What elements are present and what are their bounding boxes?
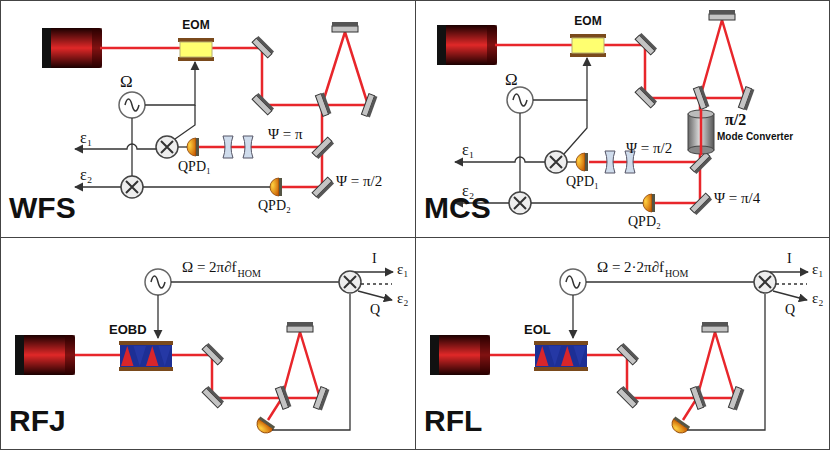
signal-label: ε₁: [812, 261, 824, 278]
signal-label: ε₁: [80, 129, 92, 147]
signal-label: Q: [785, 302, 795, 318]
panel-title: RFJ: [9, 404, 66, 439]
signal-label: I: [372, 251, 377, 267]
eom-box: EOM: [570, 15, 606, 57]
signal-label: Ψ = π/2: [336, 173, 382, 190]
part-label: EOBD: [109, 323, 147, 338]
signal-label: Ω = 2π∂f: [182, 259, 237, 276]
signal-label: Ψ = π/4: [714, 190, 760, 207]
part-label: EOL: [524, 323, 551, 338]
eobd-shape: [119, 341, 173, 371]
signal-label: QPD₁: [178, 159, 211, 175]
signal-label: QPD₂: [258, 198, 291, 214]
signal-label: ε₂: [80, 166, 92, 184]
panel-title: MCS: [424, 191, 491, 226]
conv-shape: [687, 109, 715, 155]
eom-shape: [570, 34, 606, 57]
part-label: π/2: [725, 111, 746, 129]
signal-label: Ψ = π/2: [626, 140, 672, 157]
signal-label: QPD₂: [628, 214, 661, 230]
signal-label: Ω: [120, 72, 133, 92]
signal-label: I: [787, 251, 792, 267]
panel-title: RFL: [424, 404, 482, 439]
signal-label: Q: [370, 302, 380, 318]
signal-label: HOM: [665, 268, 688, 280]
signal-label: HOM: [238, 268, 261, 280]
signal-label: Ω = 2·2π∂f: [597, 259, 664, 276]
panel-title: WFS: [9, 191, 76, 226]
signal-label: ε₁: [462, 141, 474, 159]
signal-label: ε₂: [812, 290, 824, 307]
eol-box: EOL: [524, 323, 588, 371]
eom-box: EOM: [178, 19, 214, 61]
part-label: EOM: [182, 19, 209, 33]
signal-label: Ω: [505, 70, 518, 90]
part-label: Mode Converter: [717, 131, 793, 143]
panel: MCS EOM π/2Mode Converter: [415, 0, 830, 238]
eom-shape: [178, 38, 214, 61]
part-label: EOM: [574, 15, 601, 29]
signal-label: ε₂: [462, 182, 474, 200]
signal-label: ε₁: [397, 261, 409, 278]
signal-label: QPD₁: [566, 174, 599, 190]
eobd-shape: [534, 341, 588, 371]
signal-label: ε₂: [397, 290, 409, 307]
eobd-box: EOBD: [109, 323, 173, 371]
mode-converter: π/2Mode Converter: [687, 109, 796, 155]
panel: WFS EOM: [0, 0, 416, 238]
signal-label: Ψ = π: [268, 126, 303, 143]
